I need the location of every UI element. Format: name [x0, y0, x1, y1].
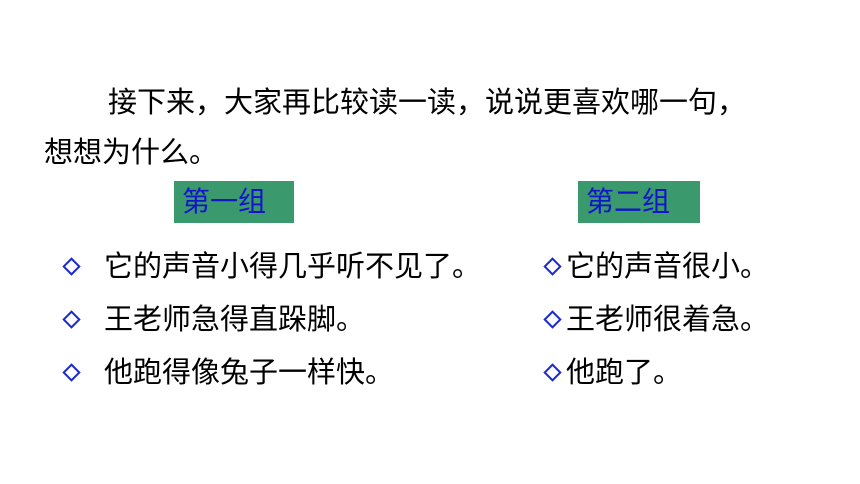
sentence-text: 它的声音很小。	[566, 249, 770, 283]
group-2-sentence-2: 王老师很着急。	[542, 301, 769, 337]
group-1-sentence-2: 王老师急得直跺脚。	[62, 301, 365, 337]
sentence-text: 他跑了。	[566, 355, 683, 389]
diamond-bullet-icon	[62, 309, 81, 329]
sentence-text: 他跑得像兔子一样快。	[104, 355, 395, 389]
group-2-label: 第二组	[578, 181, 700, 223]
sentence-text: 王老师很着急。	[566, 302, 770, 336]
sentence-text: 它的声音小得几乎听不见了。	[104, 249, 482, 283]
group-1-sentence-1: 它的声音小得几乎听不见了。	[62, 248, 481, 284]
group-2-sentence-3: 他跑了。	[542, 354, 682, 390]
diamond-bullet-icon	[543, 362, 562, 382]
group-1-label: 第一组	[174, 181, 294, 223]
diamond-bullet-icon	[62, 256, 81, 276]
instruction-line-2: 想想为什么。	[44, 135, 219, 169]
diamond-bullet-icon	[543, 309, 562, 329]
group-2-sentence-1: 它的声音很小。	[542, 248, 769, 284]
group-1-sentence-3: 他跑得像兔子一样快。	[62, 354, 394, 390]
instruction-line-1: 接下来，大家再比较读一读，说说更喜欢哪一句，	[108, 85, 747, 119]
sentence-text: 王老师急得直跺脚。	[104, 302, 366, 336]
diamond-bullet-icon	[62, 362, 81, 382]
diamond-bullet-icon	[543, 256, 562, 276]
